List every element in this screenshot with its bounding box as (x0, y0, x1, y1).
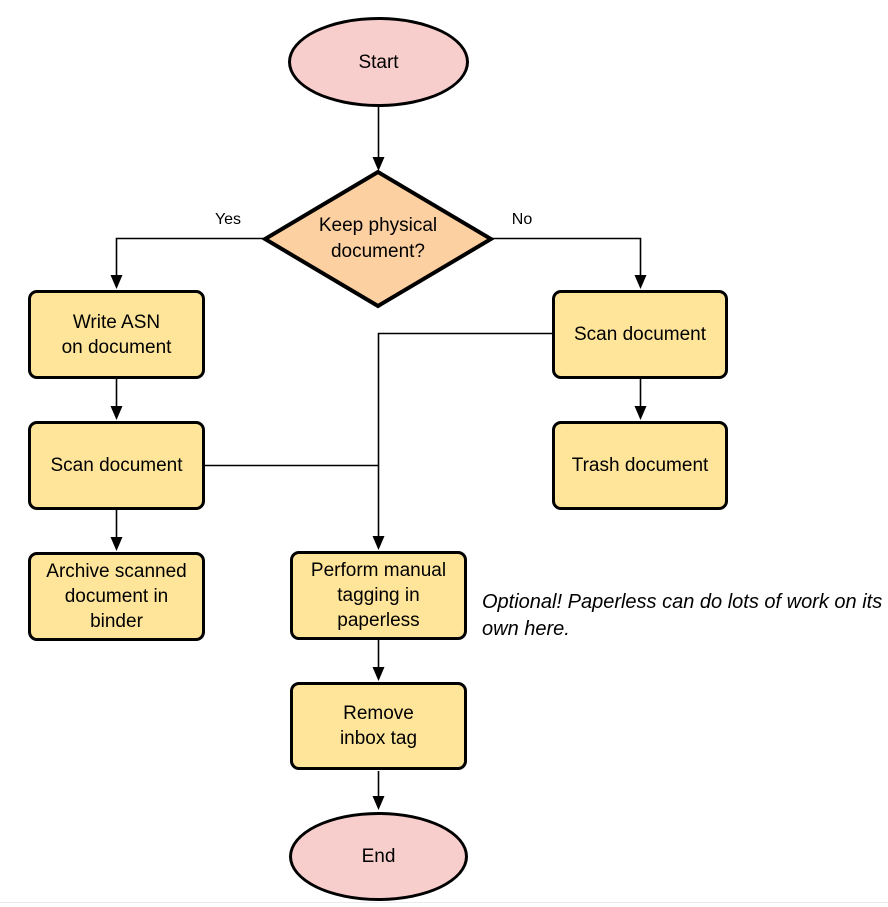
node-manual-tagging-label: Perform manual tagging in paperless (310, 560, 447, 631)
node-end-label: End (361, 846, 396, 867)
node-write-asn-label: Write ASN on document (61, 311, 172, 358)
node-scan-document-right-label: Scan document (573, 324, 707, 345)
edge-decision-yes (110, 237, 266, 289)
decision-diamond-shape (262, 169, 494, 309)
node-decision-label: Keep physical document? (318, 215, 438, 262)
node-trash-document-label: Trash document (571, 455, 709, 476)
node-remove-inbox-tag: Remove inbox tag (290, 682, 467, 770)
node-manual-tagging: Perform manual tagging in paperless (290, 551, 467, 640)
node-write-asn: Write ASN on document (28, 290, 205, 379)
node-start-label: Start (358, 51, 399, 73)
annotation-optional-note: Optional! Paperless can do lots of work … (482, 591, 883, 640)
node-remove-inbox-tag-label: Remove inbox tag (339, 703, 418, 749)
node-scan-document-right: Scan document (552, 290, 728, 379)
edge-scanright-to-tagging (372, 332, 552, 550)
node-scan-document-left-label: Scan document (50, 455, 183, 476)
edge-label-no: No (511, 211, 533, 228)
bottom-divider (0, 902, 888, 903)
node-end: End (289, 812, 468, 901)
node-archive-document-label: Archive scanned document in binder (46, 561, 187, 632)
edge-decision-no (490, 237, 647, 289)
node-decision: Keep physical document? (262, 169, 494, 309)
node-trash-document: Trash document (552, 421, 728, 510)
node-scan-document-left: Scan document (28, 421, 205, 510)
node-start: Start (288, 17, 469, 107)
edge-label-yes: Yes (214, 211, 242, 228)
node-archive-document: Archive scanned document in binder (28, 552, 205, 641)
